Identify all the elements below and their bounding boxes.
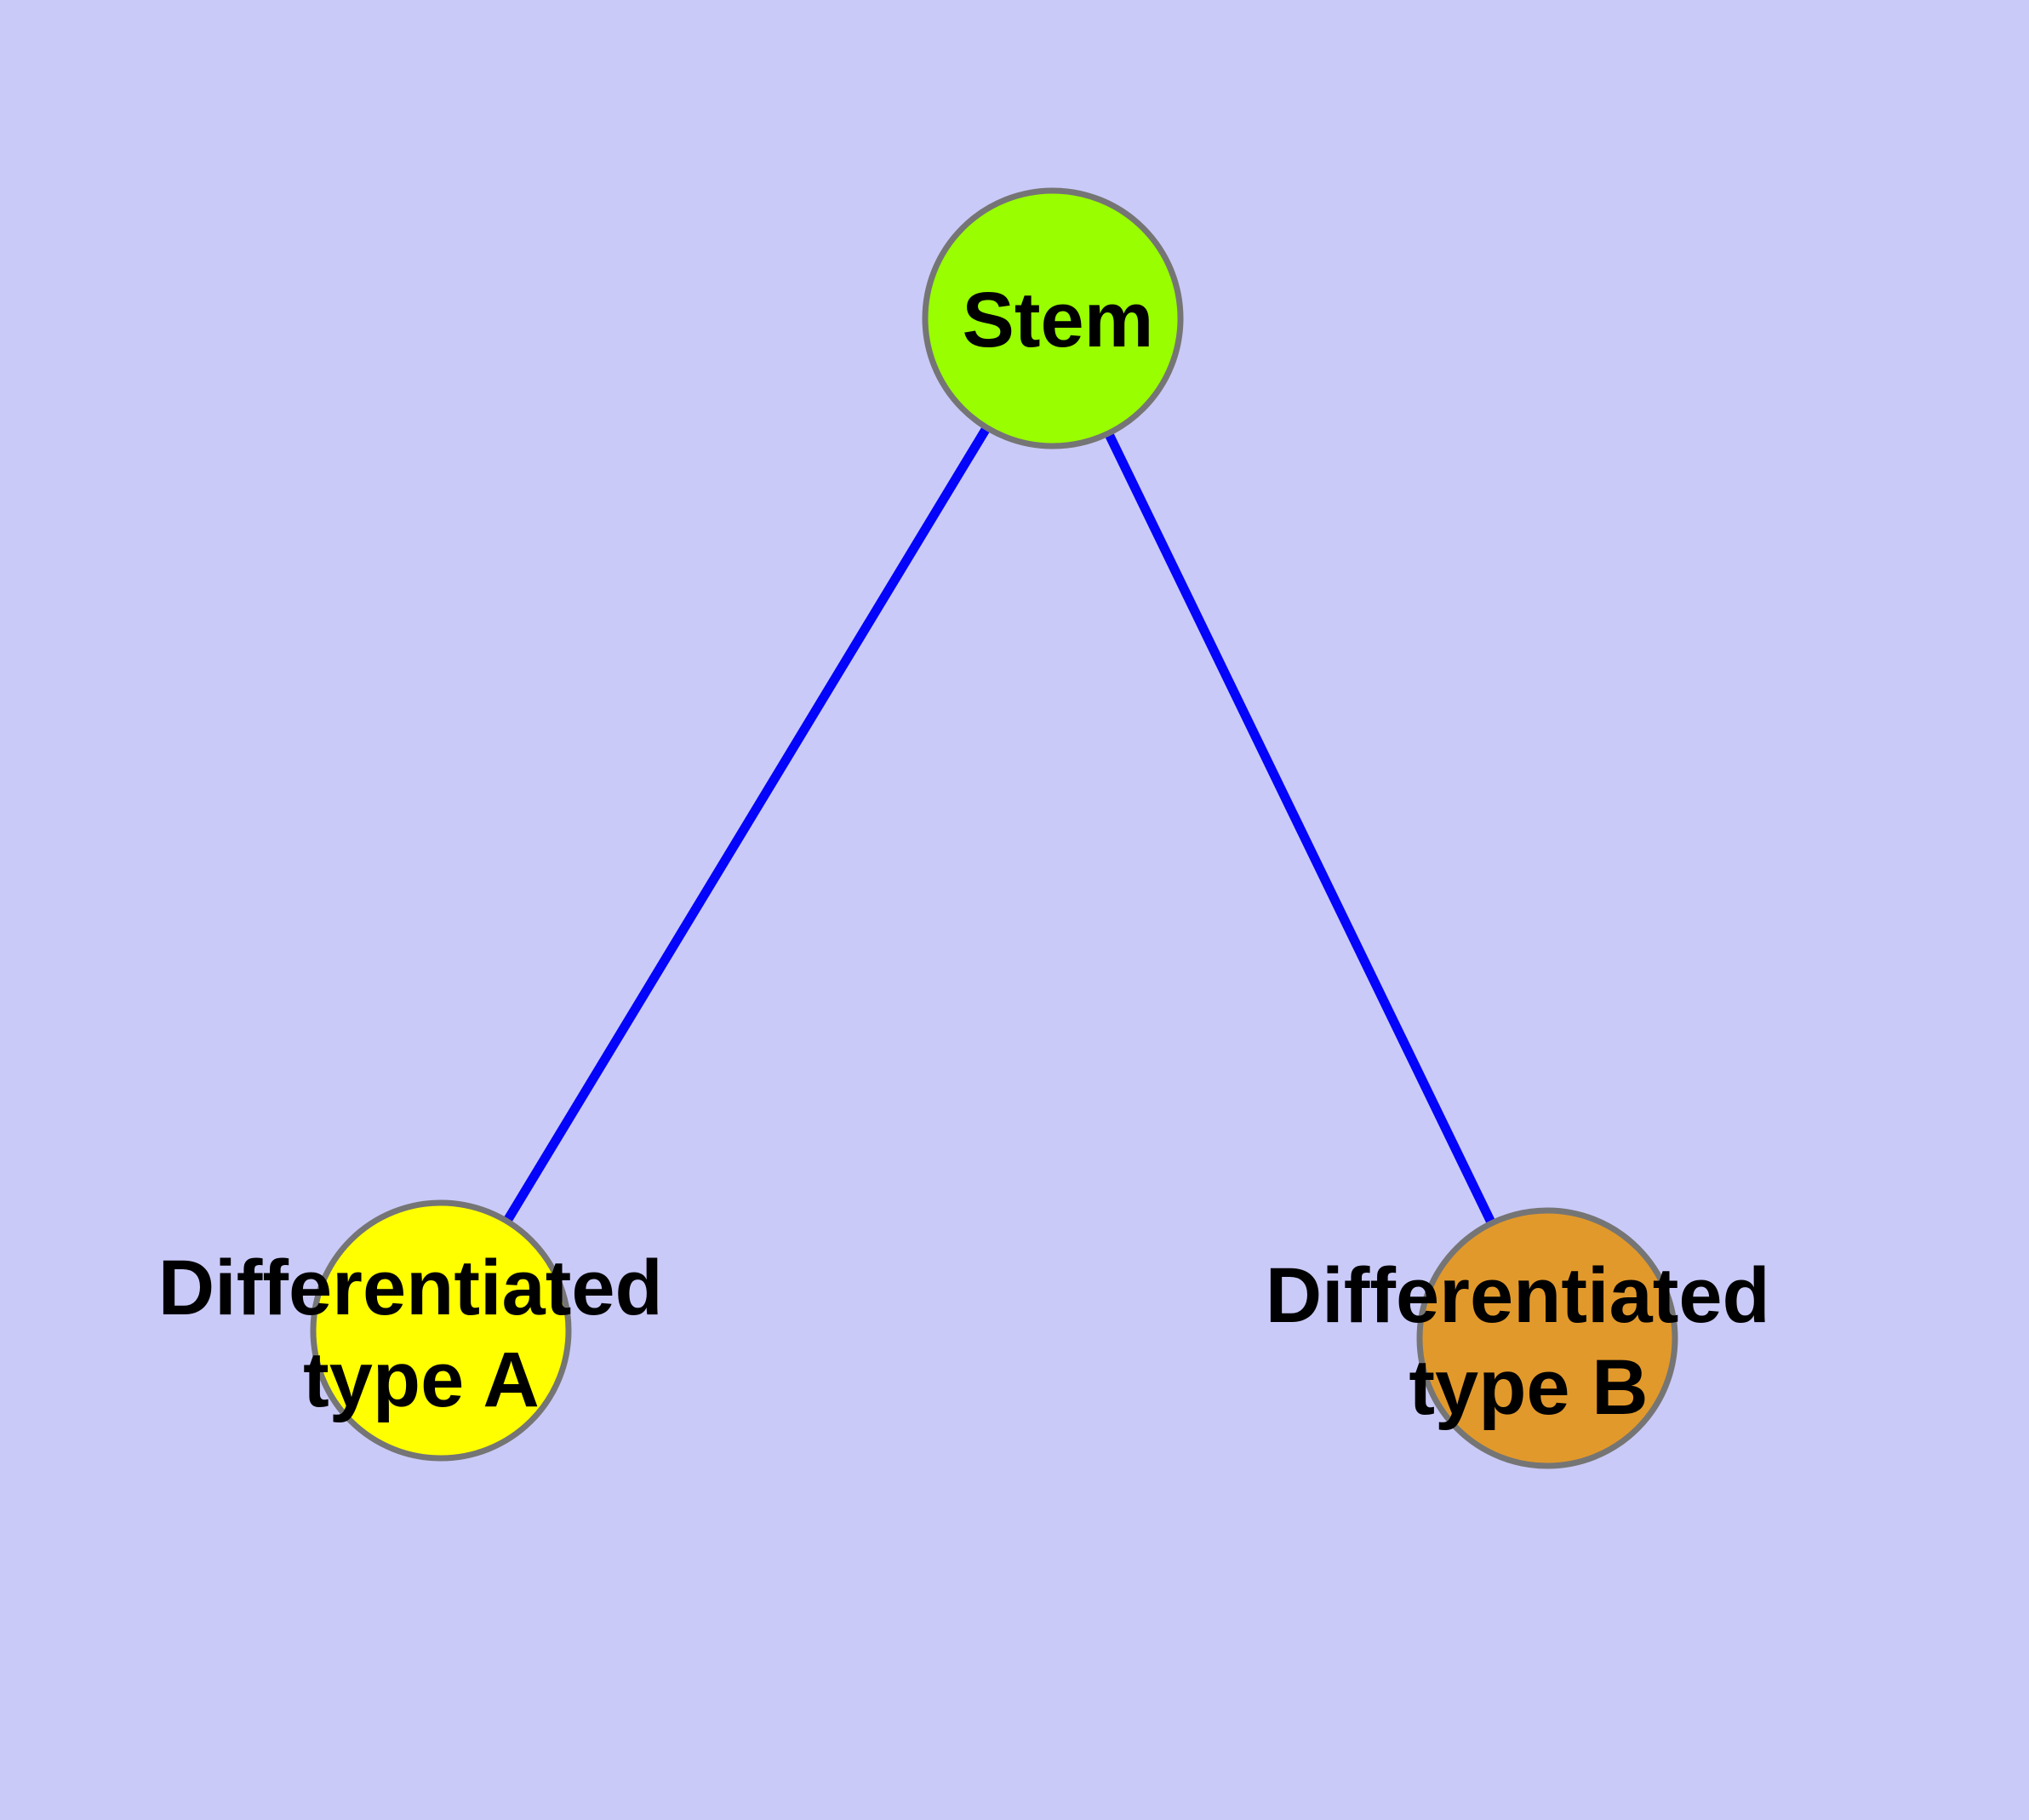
type-b-label-line2: type B (1409, 1344, 1648, 1431)
node-differentiated-type-b: Differentiated type B (1266, 1207, 1792, 1469)
type-a-label-line2: type A (303, 1336, 540, 1423)
type-b-node-circle (1416, 1207, 1678, 1469)
node-differentiated-type-a: Differentiated type A (158, 1199, 685, 1462)
stem-node-label: Stem (963, 277, 1154, 363)
stem-node-circle (922, 187, 1184, 449)
type-a-label-line1: Differentiated (158, 1245, 663, 1331)
edge-stem-to-type-a (437, 316, 1057, 1333)
edge-stem-to-type-b (1049, 316, 1552, 1341)
node-stem: Stem (922, 187, 1184, 449)
type-a-node-circle (310, 1199, 572, 1462)
type-b-node-label: Differentiated type B (1266, 1252, 1792, 1431)
type-b-label-line1: Differentiated (1266, 1252, 1770, 1339)
type-a-node-label: Differentiated type A (158, 1245, 685, 1423)
